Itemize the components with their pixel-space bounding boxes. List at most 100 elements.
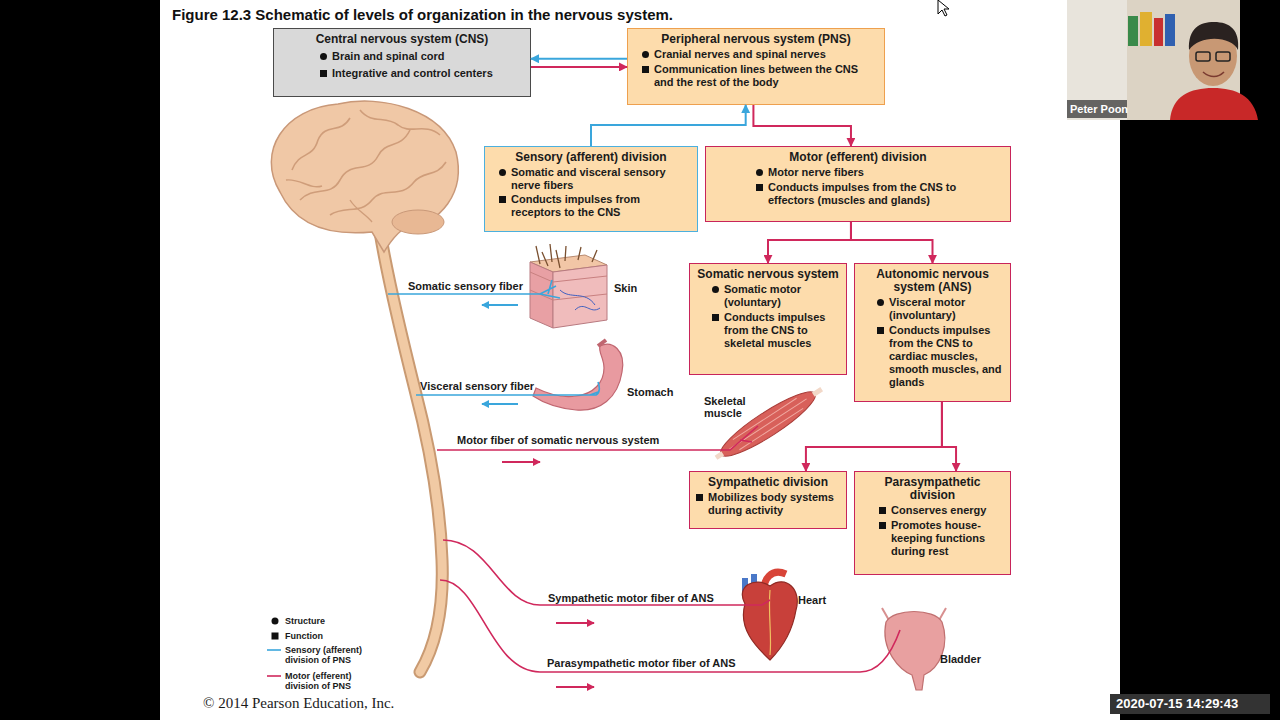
sympathetic-motor-fiber: [443, 540, 770, 605]
structure-bullet: [712, 286, 719, 293]
box-heading: Motor (efferent) division: [712, 151, 1004, 164]
copyright-note: © 2014 Pearson Education, Inc.: [203, 694, 394, 712]
function-bullet-sample: [272, 633, 279, 640]
division-box: Peripheral nervous system (PNS)Cranial n…: [627, 28, 885, 105]
motor-connector: [768, 222, 851, 263]
function-bullet: [756, 184, 763, 191]
legend-text: Structure: [285, 616, 325, 626]
legend-text: Motor (efferent) division of PNS: [285, 671, 370, 691]
legend-line-sample: [267, 649, 281, 651]
function-bullet: [712, 314, 719, 321]
box-text: Motor nerve fibers: [768, 166, 1004, 179]
bladder: [885, 612, 945, 691]
box-heading: Parasympathetic division: [861, 476, 1004, 502]
motor-connector: [942, 402, 956, 471]
box-item: Conducts impulses from receptors to the …: [491, 193, 691, 219]
glasses: [1196, 52, 1210, 61]
box-text: Conducts impulses from receptors to the …: [511, 193, 691, 219]
spinal-cord: [380, 232, 442, 672]
box-text: Mobilizes body systems during activity: [708, 491, 840, 517]
spinal-cord: [380, 232, 442, 672]
box-heading: Autonomic nervous system (ANS): [861, 268, 1004, 294]
function-bullet: [696, 494, 703, 501]
direction-arrow: [502, 461, 540, 463]
direction-arrow: [482, 403, 518, 405]
box-item: Visceral motor (involuntary): [861, 296, 1004, 322]
legend-text: Function: [285, 631, 323, 641]
box-text: Communication lines between the CNS and …: [654, 63, 878, 89]
brain: [271, 101, 458, 252]
organ-label: Bladder: [940, 653, 981, 666]
box-item: Somatic motor (voluntary): [696, 283, 840, 309]
box-text: Somatic and visceral sensory nerve fiber…: [511, 166, 691, 192]
shelf-item: [1128, 16, 1138, 46]
box-text: Brain and spinal cord: [332, 50, 524, 63]
skeletal-muscle: [709, 379, 828, 468]
timestamp-background: [1110, 694, 1270, 714]
shelf-item: [1154, 18, 1163, 46]
division-box: Somatic nervous systemSomatic motor (vol…: [689, 263, 847, 375]
stomach: [533, 340, 623, 410]
box-item: Communication lines between the CNS and …: [634, 63, 878, 89]
division-box: Sympathetic divisionMobilizes body syste…: [689, 471, 847, 529]
box-item: Integrative and control centers: [280, 67, 524, 80]
division-box: Sensory (afferent) divisionSomatic and v…: [484, 146, 698, 232]
webcam-feed: [1067, 0, 1258, 120]
division-box: Central nervous system (CNS)Brain and sp…: [273, 28, 531, 97]
motor-connector: [753, 105, 851, 146]
brain-gyrus: [330, 162, 446, 215]
function-bullet: [877, 327, 884, 334]
division-box: Motor (efferent) divisionMotor nerve fib…: [705, 146, 1011, 222]
legend-text: Sensory (afferent) division of PNS: [285, 645, 370, 665]
box-item: Motor nerve fibers: [712, 166, 1004, 179]
motor-fibers: [437, 426, 900, 687]
brain: [271, 101, 458, 252]
participant-name: Peter Poon: [1070, 103, 1128, 116]
sensory-connector: [591, 105, 746, 146]
direction-arrow: [556, 686, 594, 688]
hair: [536, 244, 597, 268]
box-item: Mobilizes body systems during activity: [696, 491, 840, 517]
shelf-item: [1140, 12, 1152, 46]
somatic-motor-fiber: [437, 426, 758, 450]
box-text: Integrative and control centers: [332, 67, 524, 80]
fiber-label: Parasympathetic motor fiber of ANS: [547, 657, 735, 670]
brain-gyrus: [300, 130, 410, 200]
box-text: Cranial nerves and spinal nerves: [654, 48, 878, 61]
cerebellum: [392, 210, 444, 234]
division-box: Autonomic nervous system (ANS)Visceral m…: [854, 263, 1011, 402]
box-text: Conducts impulses from the CNS to effect…: [768, 181, 1004, 207]
glasses: [1216, 52, 1230, 61]
fiber-label: Sympathetic motor fiber of ANS: [548, 592, 714, 605]
heart: [742, 572, 797, 660]
fiber-label: Visceral sensory fiber: [420, 380, 534, 393]
motor-connector: [806, 402, 942, 471]
box-item: Conserves energy: [861, 504, 1004, 517]
fiber-label: Somatic sensory fiber: [408, 280, 523, 293]
box-item: Conducts impulses from the CNS to cardia…: [861, 324, 1004, 389]
legend-line-sample: [267, 675, 281, 677]
box-item: Cranial nerves and spinal nerves: [634, 48, 878, 61]
box-text: Somatic motor (voluntary): [724, 283, 840, 309]
box-heading: Somatic nervous system: [696, 268, 840, 281]
mouse-cursor: [938, 0, 949, 16]
organ-label: Heart: [798, 594, 826, 607]
brain-gyrus: [360, 110, 440, 135]
function-bullet: [879, 507, 886, 514]
skin-layer: [530, 272, 607, 300]
function-bullet: [499, 196, 506, 203]
esophagus: [598, 340, 606, 346]
box-heading: Sympathetic division: [696, 476, 840, 489]
structure-bullet: [499, 169, 506, 176]
direction-arrow: [482, 304, 518, 306]
box-text: Promotes house-keeping functions during …: [891, 519, 1004, 558]
figure-title: Figure 12.3 Schematic of levels of organ…: [172, 6, 673, 23]
box-item: Somatic and visceral sensory nerve fiber…: [491, 166, 691, 192]
brain-gyrus: [286, 180, 372, 222]
division-box: Parasympathetic divisionConserves energy…: [854, 471, 1011, 575]
shelf-item: [1165, 14, 1175, 46]
organ-label: Skin: [614, 282, 637, 295]
structure-bullet-sample: [272, 618, 279, 625]
person-hair: [1189, 22, 1238, 50]
